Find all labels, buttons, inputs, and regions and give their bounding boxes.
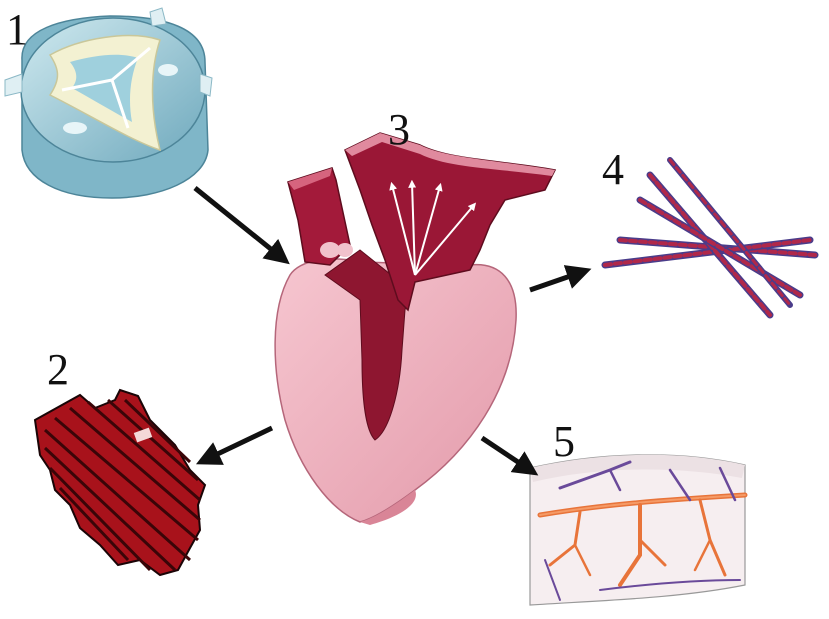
heart-valve-illustration xyxy=(5,8,212,198)
heart-cross-section-illustration xyxy=(275,133,555,525)
label-1: 1 xyxy=(6,8,28,52)
label-4: 4 xyxy=(602,148,624,192)
label-2: 2 xyxy=(47,348,69,392)
arrow-valve-to-heart xyxy=(195,188,282,258)
arrow-heart-to-vessels xyxy=(482,438,530,470)
arrow-heart-to-myocyte xyxy=(205,428,272,460)
cardiomyocyte-illustration xyxy=(35,390,205,575)
arrow-heart-to-fibers xyxy=(530,272,582,290)
collagen-fibers-illustration xyxy=(605,160,815,315)
label-3: 3 xyxy=(388,108,410,152)
label-5: 5 xyxy=(553,420,575,464)
vascular-network-illustration xyxy=(530,455,745,605)
